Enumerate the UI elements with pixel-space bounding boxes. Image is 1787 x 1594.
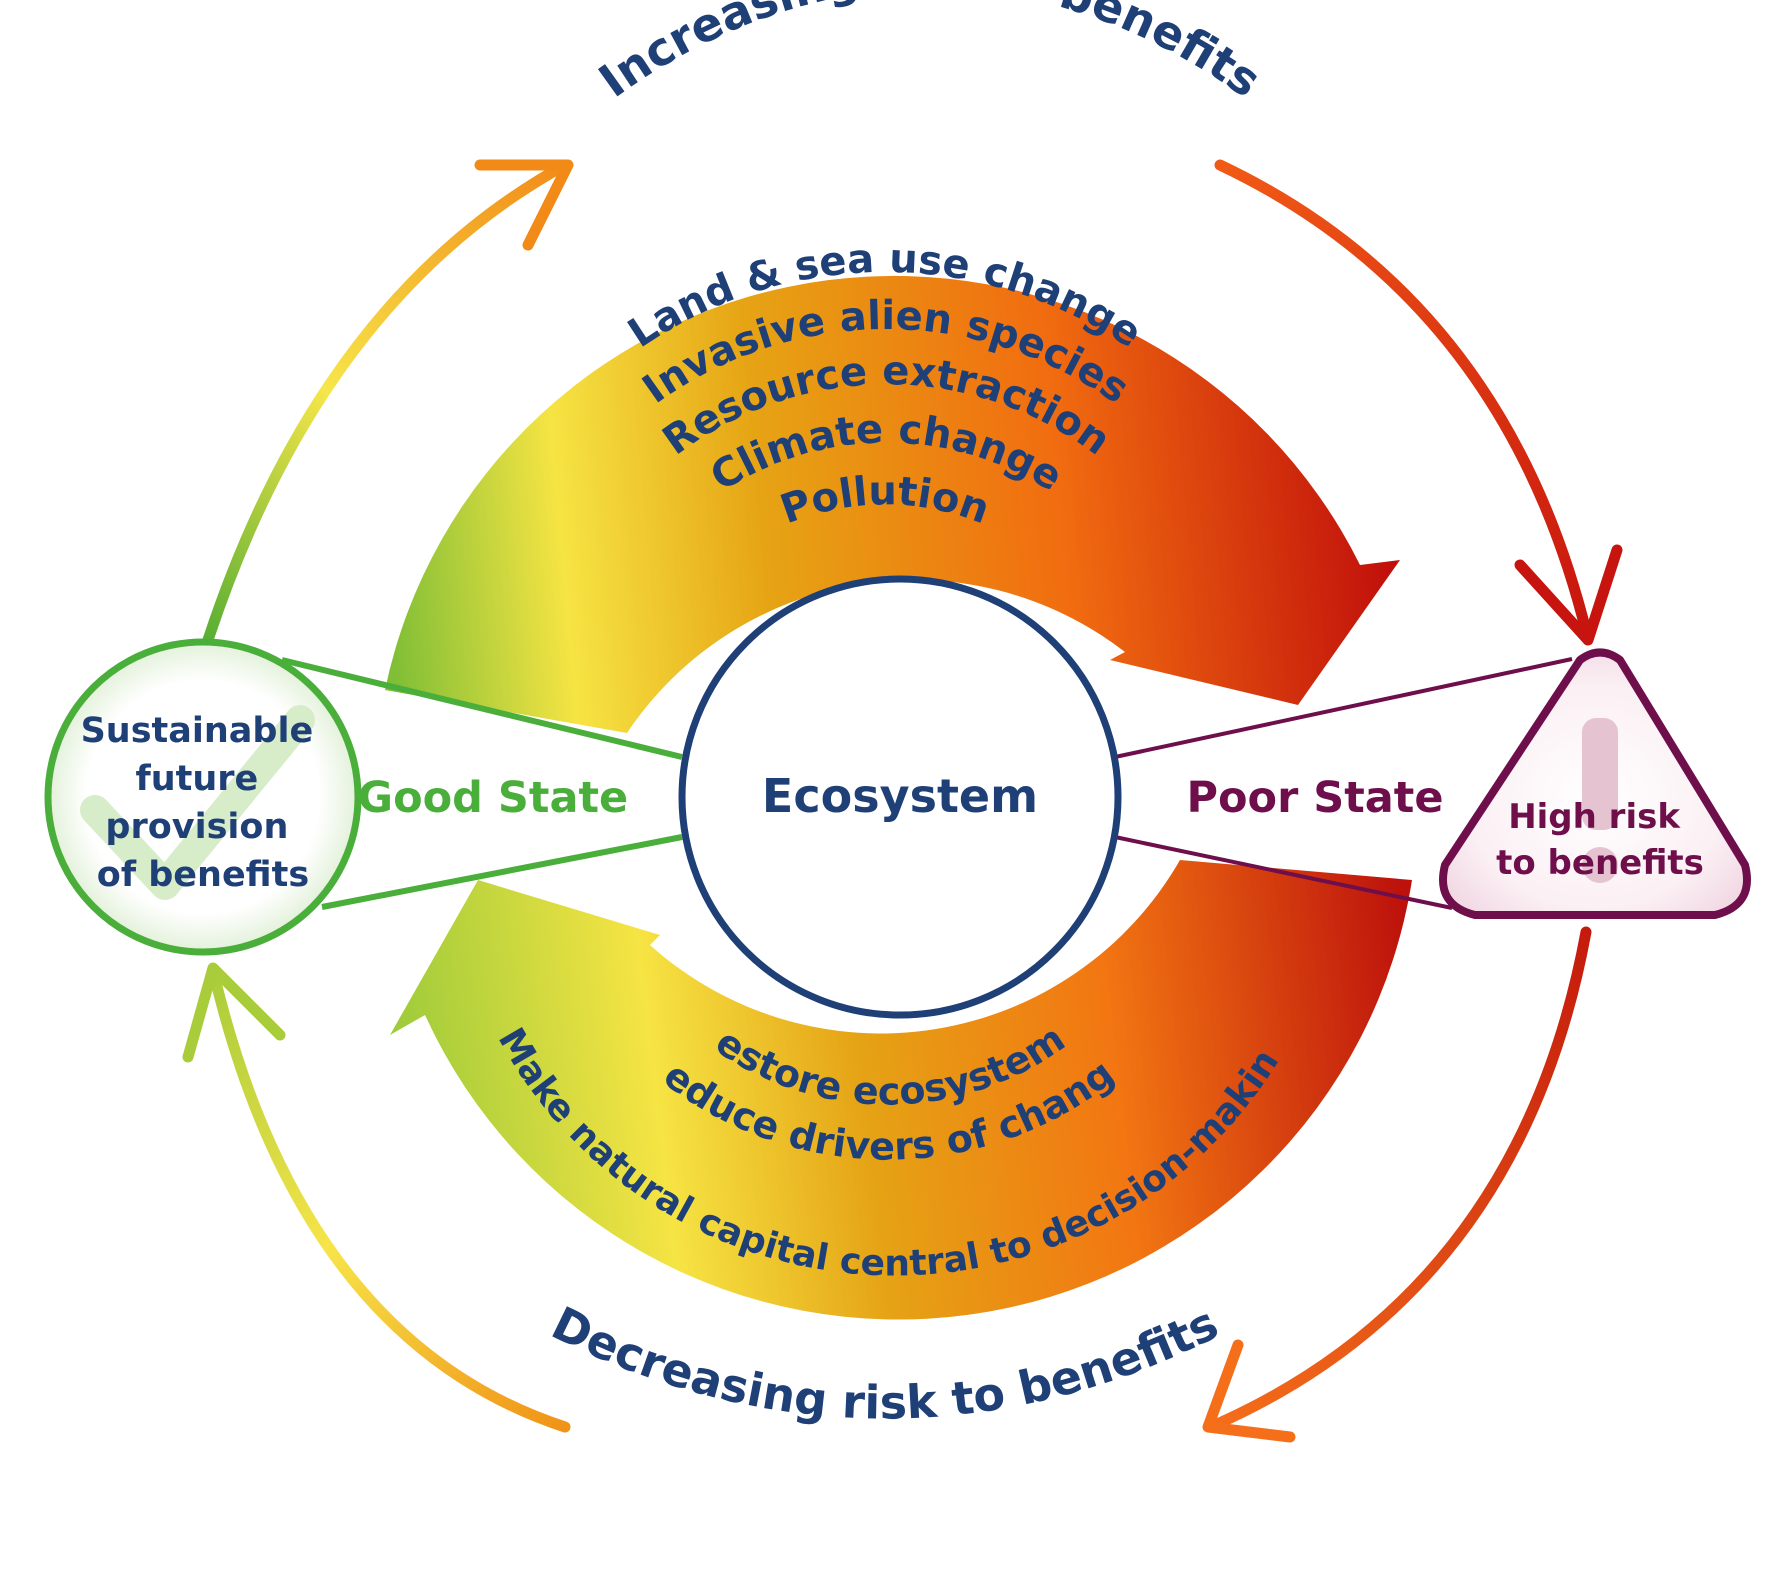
good-state-connector (281, 657, 683, 910)
actions-arrow (390, 860, 1412, 1320)
good-outcome-line: future (136, 759, 259, 799)
good-state-label: Good State (358, 773, 628, 823)
ecosystem-label: Ecosystem (762, 769, 1038, 823)
good-outcome-line: provision (105, 807, 288, 847)
increasing-risk-arrow-left (202, 159, 574, 646)
poor-state-label: Poor State (1186, 773, 1443, 823)
high-risk-line: High risk (1508, 797, 1681, 837)
decreasing-risk-arrow-right (1202, 926, 1592, 1443)
high-risk-line: to benefits (1496, 843, 1704, 883)
svg-text:High risk to benefits: High risk to benefits (1496, 797, 1704, 883)
ecosystem-circle (678, 575, 1122, 1019)
pressures-arrow (385, 275, 1400, 733)
high-risk-warning: High risk to benefits (1439, 648, 1751, 919)
increasing-risk-arrow-right (1214, 159, 1623, 646)
increasing-risk-label: Increasing risk to benefits (589, 0, 1271, 108)
check-icon (80, 705, 315, 900)
decreasing-risk-arrow-left (182, 962, 571, 1433)
svg-text:Sustainable future: Sustainable future provision of benefits (81, 711, 326, 895)
good-outcome-badge: Sustainable future provision of benefits (44, 638, 362, 956)
exclamation-icon (1582, 718, 1618, 883)
good-outcome-line: of benefits (97, 855, 309, 895)
poor-state-connector (1114, 657, 1573, 910)
good-outcome-line: Sustainable (81, 711, 314, 751)
